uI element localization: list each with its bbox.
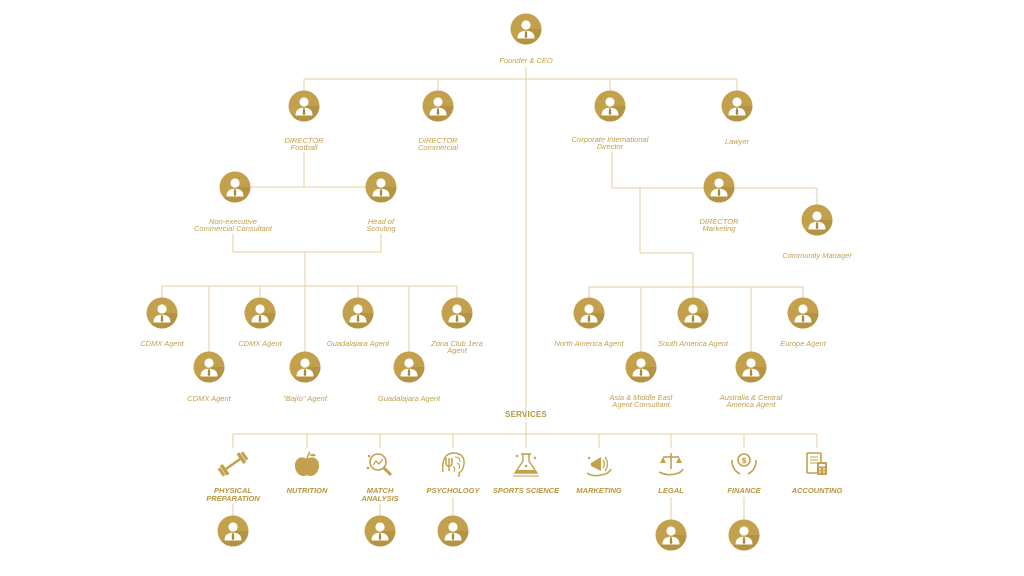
australia-ca-agent-avatar-icon: [735, 351, 767, 383]
role-label-ceo: Founder & CEO: [499, 56, 553, 65]
role-label-guadalajara-agent-1: Guadalajara Agent: [326, 339, 390, 348]
south-america-agent-avatar-icon: [677, 297, 709, 329]
connector-lines: [161, 67, 818, 520]
role-label-north-america-agent: North America Agent: [554, 339, 624, 348]
role-label-guadalajara-agent-2: Guadalajara Agent: [377, 394, 441, 403]
bajio-agent-avatar-icon: [289, 351, 321, 383]
money-hands-icon: $: [731, 453, 757, 475]
psychology-staff-avatar-icon: [437, 515, 469, 547]
corp-intl-director-avatar-icon: [594, 90, 626, 122]
guadalajara-agent-2-avatar-icon: [393, 351, 425, 383]
zona-club-agent-avatar-icon: [441, 297, 473, 329]
magnifier-chart-icon: [366, 453, 393, 477]
north-america-agent-avatar-icon: [573, 297, 605, 329]
megaphone-hand-icon: [586, 456, 612, 477]
consultant-avatar-icon: [219, 171, 251, 203]
service-icons: $: [217, 451, 827, 477]
role-label-cdmx-agent-1: CDMX Agent: [140, 339, 184, 348]
service-label-accounting: ACCOUNTING: [791, 486, 843, 495]
role-label-bajio-agent: "Bajío" Agent: [283, 394, 327, 403]
dir-marketing-avatar-icon: [703, 171, 735, 203]
lab-flask-icon: [513, 453, 539, 477]
community-manager-avatar-icon: [801, 204, 833, 236]
role-label-community-manager: Community Manager: [782, 251, 852, 260]
service-label-finance: FINANCE: [727, 486, 761, 495]
svg-text:$: $: [741, 456, 747, 465]
cdmx-agent-1-avatar-icon: [146, 297, 178, 329]
scales-hand-icon: [658, 453, 684, 476]
role-label-cdmx-agent-3: CDMX Agent: [187, 394, 231, 403]
role-label-australia-ca-agent: Australia & Central America Agent: [719, 393, 783, 409]
dir-commercial-avatar-icon: [422, 90, 454, 122]
role-label-dir-football: DIRECTOR Football: [284, 136, 324, 152]
asia-me-consultant-avatar-icon: [625, 351, 657, 383]
service-label-sports-science: SPORTS SCIENCE: [492, 486, 560, 495]
role-label-corp-intl-director: Corporate International Director: [571, 135, 649, 151]
services-heading: SERVICES: [505, 410, 547, 419]
role-label-dir-commercial: DIRECTOR Commercial: [417, 136, 458, 152]
cdmx-agent-3-avatar-icon: [193, 351, 225, 383]
role-label-europe-agent: Europe Agent: [780, 339, 826, 348]
guadalajara-agent-1-avatar-icon: [342, 297, 374, 329]
role-label-lawyer: Lawyer: [724, 137, 750, 146]
head-scouting-avatar-icon: [365, 171, 397, 203]
brain-psi-icon: [442, 452, 465, 477]
lawyer-avatar-icon: [721, 90, 753, 122]
service-label-nutrition: NUTRITION: [286, 486, 328, 495]
service-label-psychology: PSYCHOLOGY: [426, 486, 480, 495]
service-label-physical: PHYSICAL PREPARATION: [206, 486, 260, 503]
role-label-head-scouting: Head of Scouting: [366, 217, 396, 233]
apple-icon: [294, 451, 320, 477]
ceo-avatar-icon: [510, 13, 542, 45]
service-label-marketing: MARKETING: [576, 486, 622, 495]
legal-staff-avatar-icon: [655, 519, 687, 551]
role-label-dir-marketing: DIRECTOR Marketing: [699, 217, 739, 233]
role-label-asia-me-consultant: Asia & Middle East Agent Consultant: [609, 393, 673, 409]
match-staff-avatar-icon: [364, 515, 396, 547]
finance-staff-avatar-icon: [728, 519, 760, 551]
dir-football-avatar-icon: [288, 90, 320, 122]
calculator-document-icon: [806, 452, 827, 475]
role-label-non-exec-consultant: Non-executive Commercial Consultant: [194, 217, 272, 233]
role-label-zona-club-agent: Zona Club 1era Agent: [431, 339, 483, 355]
europe-agent-avatar-icon: [787, 297, 819, 329]
role-label-cdmx-agent-2: CDMX Agent: [238, 339, 282, 348]
service-label-legal: LEGAL: [658, 486, 684, 495]
person-nodes: [146, 13, 833, 551]
role-label-south-america-agent: South America Agent: [657, 339, 729, 348]
dumbbell-icon: [217, 451, 249, 477]
service-label-match: MATCH ANALYSIS: [361, 486, 399, 503]
physical-staff-avatar-icon: [217, 515, 249, 547]
cdmx-agent-2-avatar-icon: [244, 297, 276, 329]
